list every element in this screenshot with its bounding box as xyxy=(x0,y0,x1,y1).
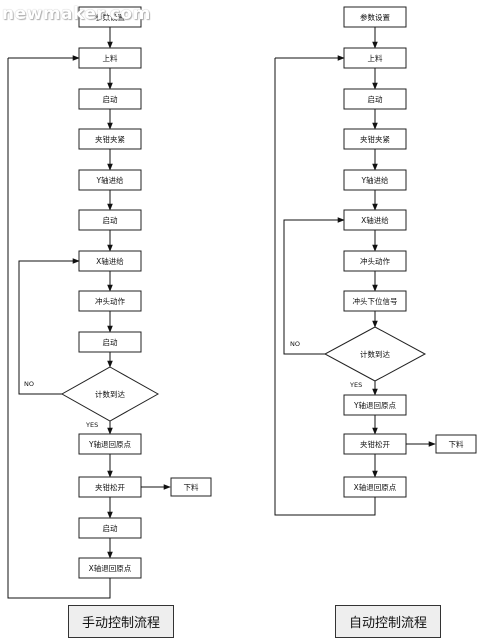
auto-flow-caption: 自动控制流程 xyxy=(335,605,441,638)
left-step-7-label: 冲头动作 xyxy=(95,296,125,306)
left-no-label: NO xyxy=(24,380,34,388)
left-step-7-box xyxy=(78,290,142,312)
return-loop-line xyxy=(7,58,111,599)
right-yes-label: YES xyxy=(349,381,362,389)
right-step-6-box xyxy=(343,250,407,272)
right-step-8-label: 计数到达 xyxy=(360,349,390,359)
right-step-3-label: 夹钳夹紧 xyxy=(360,134,390,144)
right-step-7-box xyxy=(343,290,407,312)
left-step-9-diamond xyxy=(60,366,160,422)
left-unload-label: 下料 xyxy=(184,482,199,492)
left-step-13-label: X轴退回原点 xyxy=(89,563,132,573)
left-step-8-box xyxy=(78,331,142,353)
left-step-11-label: 夹钳松开 xyxy=(95,482,125,492)
left-step-12-box xyxy=(78,517,142,539)
left-step-9-label: 计数到达 xyxy=(95,389,125,399)
right-step-9-label: Y轴退回原点 xyxy=(353,400,397,410)
right-step-4-label: Y轴进给 xyxy=(360,175,389,185)
right-step-1-label: 上料 xyxy=(368,53,383,63)
right-step-2-box xyxy=(343,88,407,110)
left-step-6-label: X轴进给 xyxy=(96,256,124,266)
no-loop-line xyxy=(283,217,345,355)
right-step-11-label: X轴退回原点 xyxy=(354,482,397,492)
left-step-10-box xyxy=(78,433,142,455)
right-step-4-box xyxy=(343,169,407,191)
right-step-8-diamond xyxy=(323,326,427,382)
left-step-4-box xyxy=(78,169,142,191)
right-step-7-label: 冲头下位信号 xyxy=(353,296,398,306)
right-unload-label: 下料 xyxy=(449,439,464,449)
right-step-10-label: 夹钳松开 xyxy=(360,439,390,449)
left-step-2-box xyxy=(78,88,142,110)
left-step-12-label: 启动 xyxy=(103,523,118,533)
left-unload-box xyxy=(170,477,212,497)
right-step-0-box xyxy=(343,6,407,28)
left-step-2-label: 启动 xyxy=(103,94,118,104)
return-loop-line xyxy=(274,58,376,516)
right-step-2-label: 启动 xyxy=(368,94,383,104)
right-step-5-label: X轴进给 xyxy=(361,215,389,225)
right-step-9-box xyxy=(343,394,407,416)
left-step-3-label: 夹钳夹紧 xyxy=(95,134,125,144)
right-step-6-label: 冲头动作 xyxy=(360,256,390,266)
left-yes-label: YES xyxy=(85,421,98,429)
left-step-0-label: 参数设置 xyxy=(95,12,125,22)
left-step-3-box xyxy=(78,128,142,150)
no-loop-line xyxy=(18,258,80,395)
left-step-4-label: Y轴进给 xyxy=(95,175,124,185)
right-step-3-box xyxy=(343,128,407,150)
right-no-label: NO xyxy=(290,340,300,348)
right-step-0-label: 参数设置 xyxy=(360,12,390,22)
watermark-text: newmaker.com xyxy=(2,4,151,24)
left-step-0-box xyxy=(78,6,142,28)
left-step-5-label: 启动 xyxy=(103,215,118,225)
manual-control-flowchart: 参数设置上料启动夹钳夹紧Y轴进给启动X轴进给冲头动作启动计数到达Y轴退回原点夹钳… xyxy=(7,6,212,599)
right-unload-box xyxy=(435,434,477,454)
left-step-10-label: Y轴退回原点 xyxy=(88,439,132,449)
left-step-5-box xyxy=(78,209,142,231)
manual-flow-caption: 手动控制流程 xyxy=(68,605,174,638)
left-step-8-label: 启动 xyxy=(103,337,118,347)
left-step-1-label: 上料 xyxy=(103,53,118,63)
